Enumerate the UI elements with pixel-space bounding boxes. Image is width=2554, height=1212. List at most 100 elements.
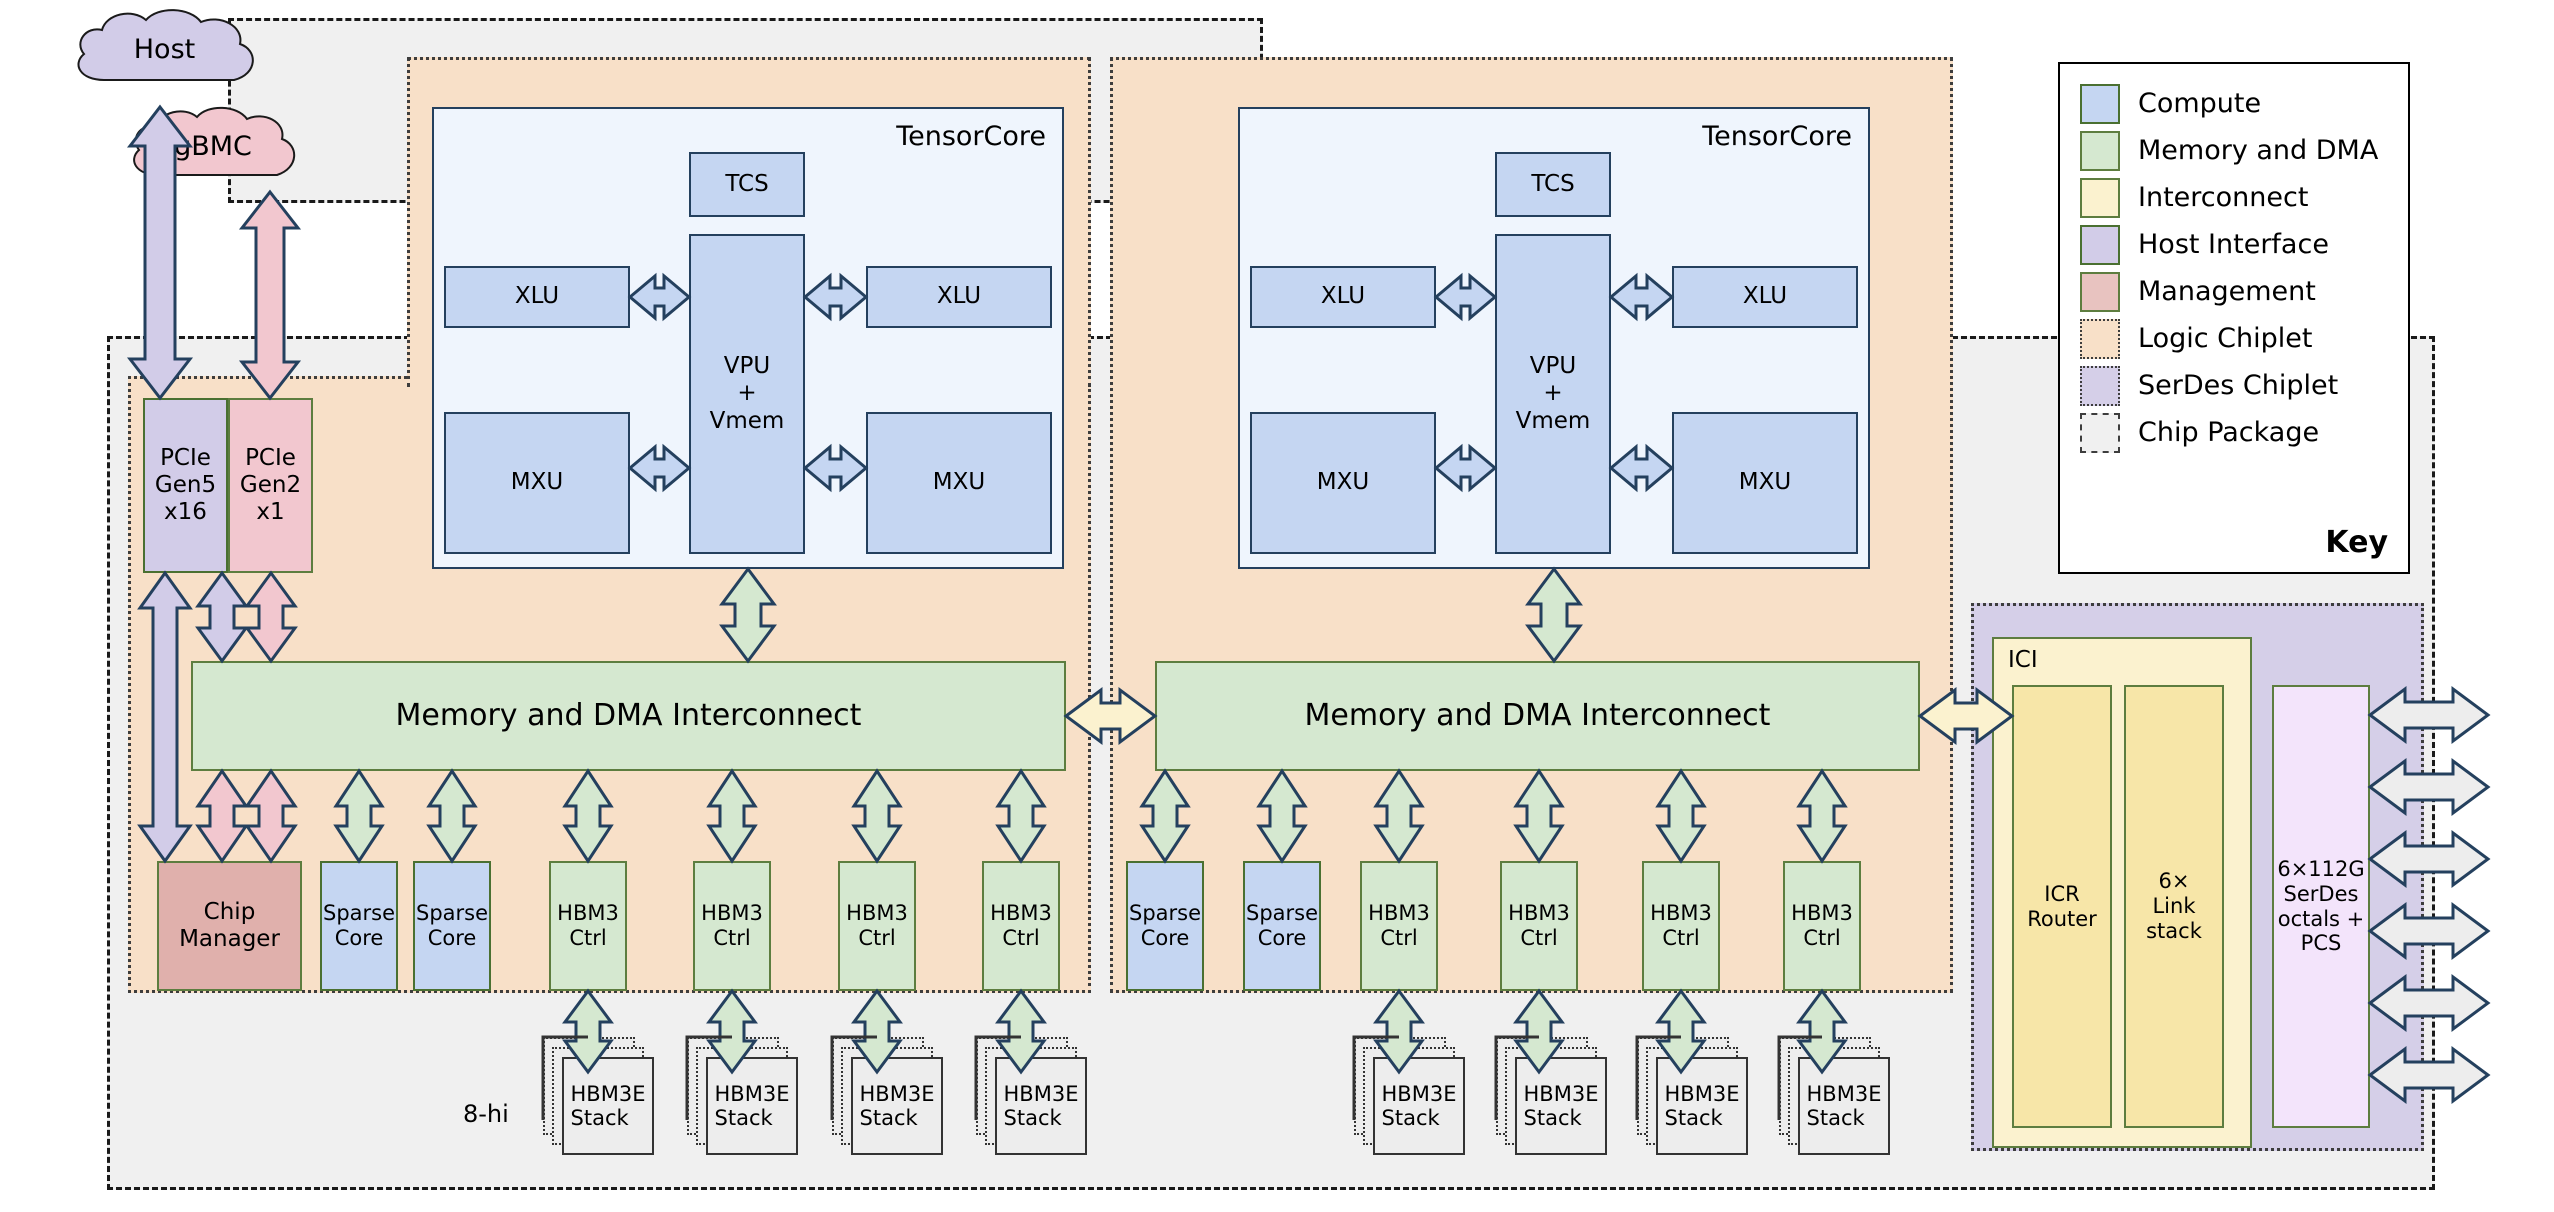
tensorcore-2-vpu-text: VPU + Vmem: [1515, 353, 1591, 434]
chip-manager-block: Chip Manager: [157, 861, 302, 991]
link-stack-label: 6× Link stack: [2146, 869, 2202, 943]
host-cloud: Host: [62, 8, 267, 100]
key-item-host-interface: Host Interface: [2080, 221, 2408, 268]
tensorcore-1-mxu-left: MXU: [444, 412, 630, 554]
tensorcore-2-xlu-left: XLU: [1250, 266, 1436, 328]
key-legend: Compute Memory and DMA Interconnect Host…: [2058, 62, 2410, 574]
key-label-chip-package: Chip Package: [2138, 417, 2320, 448]
ici-label: ICI: [2008, 647, 2038, 673]
tensorcore-1-vpu-text: VPU + Vmem: [709, 353, 785, 434]
key-swatch-management: [2080, 271, 2120, 312]
key-swatch-compute: [2080, 83, 2120, 124]
key-swatch-memory-and-dma: [2080, 130, 2120, 171]
tensorcore-1-xlu-right: XLU: [866, 266, 1052, 328]
key-label-serdes-chiplet: SerDes Chiplet: [2138, 370, 2339, 401]
tensorcore-2-tcs: TCS: [1495, 152, 1611, 217]
serdes-octals-pcs-block: 6×112G SerDes octals + PCS: [2272, 685, 2370, 1128]
key-item-management: Management: [2080, 268, 2408, 315]
key-label-host-interface: Host Interface: [2138, 229, 2329, 260]
gbmc-cloud: gBMC: [120, 105, 306, 195]
key-label-management: Management: [2138, 276, 2316, 307]
tensorcore-1-mxu-right: MXU: [866, 412, 1052, 554]
key-label-memory-and-dma: Memory and DMA: [2138, 135, 2379, 166]
tensorcore-2-title: TensorCore: [1702, 121, 1852, 152]
key-item-chip-package: Chip Package: [2080, 409, 2408, 456]
gbmc-label: gBMC: [174, 131, 252, 162]
serdes-octals-pcs-label: 6×112G SerDes octals + PCS: [2277, 856, 2365, 956]
key-label-interconnect: Interconnect: [2138, 182, 2309, 213]
key-swatch-chip-package: [2080, 412, 2120, 453]
memory-dma-interconnect-b: Memory and DMA Interconnect: [1155, 661, 1920, 771]
key-item-serdes-chiplet: SerDes Chiplet: [2080, 362, 2408, 409]
link-stack-block: 6× Link stack: [2124, 685, 2224, 1128]
key-item-compute: Compute: [2080, 80, 2408, 127]
tensorcore-2-mxu-right: MXU: [1672, 412, 1858, 554]
host-label: Host: [133, 34, 196, 65]
tensorcore-2-xlu-right: XLU: [1672, 266, 1858, 328]
tensorcore-1-vpu-vmem: VPU + Vmem: [689, 234, 805, 554]
tensorcore-1-xlu-left: XLU: [444, 266, 630, 328]
key-swatch-host-interface: [2080, 224, 2120, 265]
tensorcore-1-title: TensorCore: [896, 121, 1046, 152]
chip-manager-label: Chip Manager: [179, 898, 280, 952]
pcie-gen2-block: PCIe Gen2 x1: [228, 398, 313, 573]
key-item-interconnect: Interconnect: [2080, 174, 2408, 221]
pcie-gen5-block: PCIe Gen5 x16: [143, 398, 228, 573]
key-item-logic-chiplet: Logic Chiplet: [2080, 315, 2408, 362]
tensorcore-2-mxu-left: MXU: [1250, 412, 1436, 554]
key-title: Key: [2325, 525, 2388, 560]
key-swatch-serdes-chiplet: [2080, 365, 2120, 406]
pcie-gen5-label: PCIe Gen5 x16: [154, 444, 217, 526]
tensorcore-1-tcs: TCS: [689, 152, 805, 217]
tensorcore-2-vpu-vmem: VPU + Vmem: [1495, 234, 1611, 554]
key-swatch-interconnect: [2080, 177, 2120, 218]
memory-dma-interconnect-a: Memory and DMA Interconnect: [191, 661, 1066, 771]
pcie-gen2-label: PCIe Gen2 x1: [239, 444, 302, 526]
key-item-memory-and-dma: Memory and DMA: [2080, 127, 2408, 174]
hbm-height-annotation: 8-hi: [463, 1100, 509, 1128]
key-swatch-logic-chiplet: [2080, 318, 2120, 359]
